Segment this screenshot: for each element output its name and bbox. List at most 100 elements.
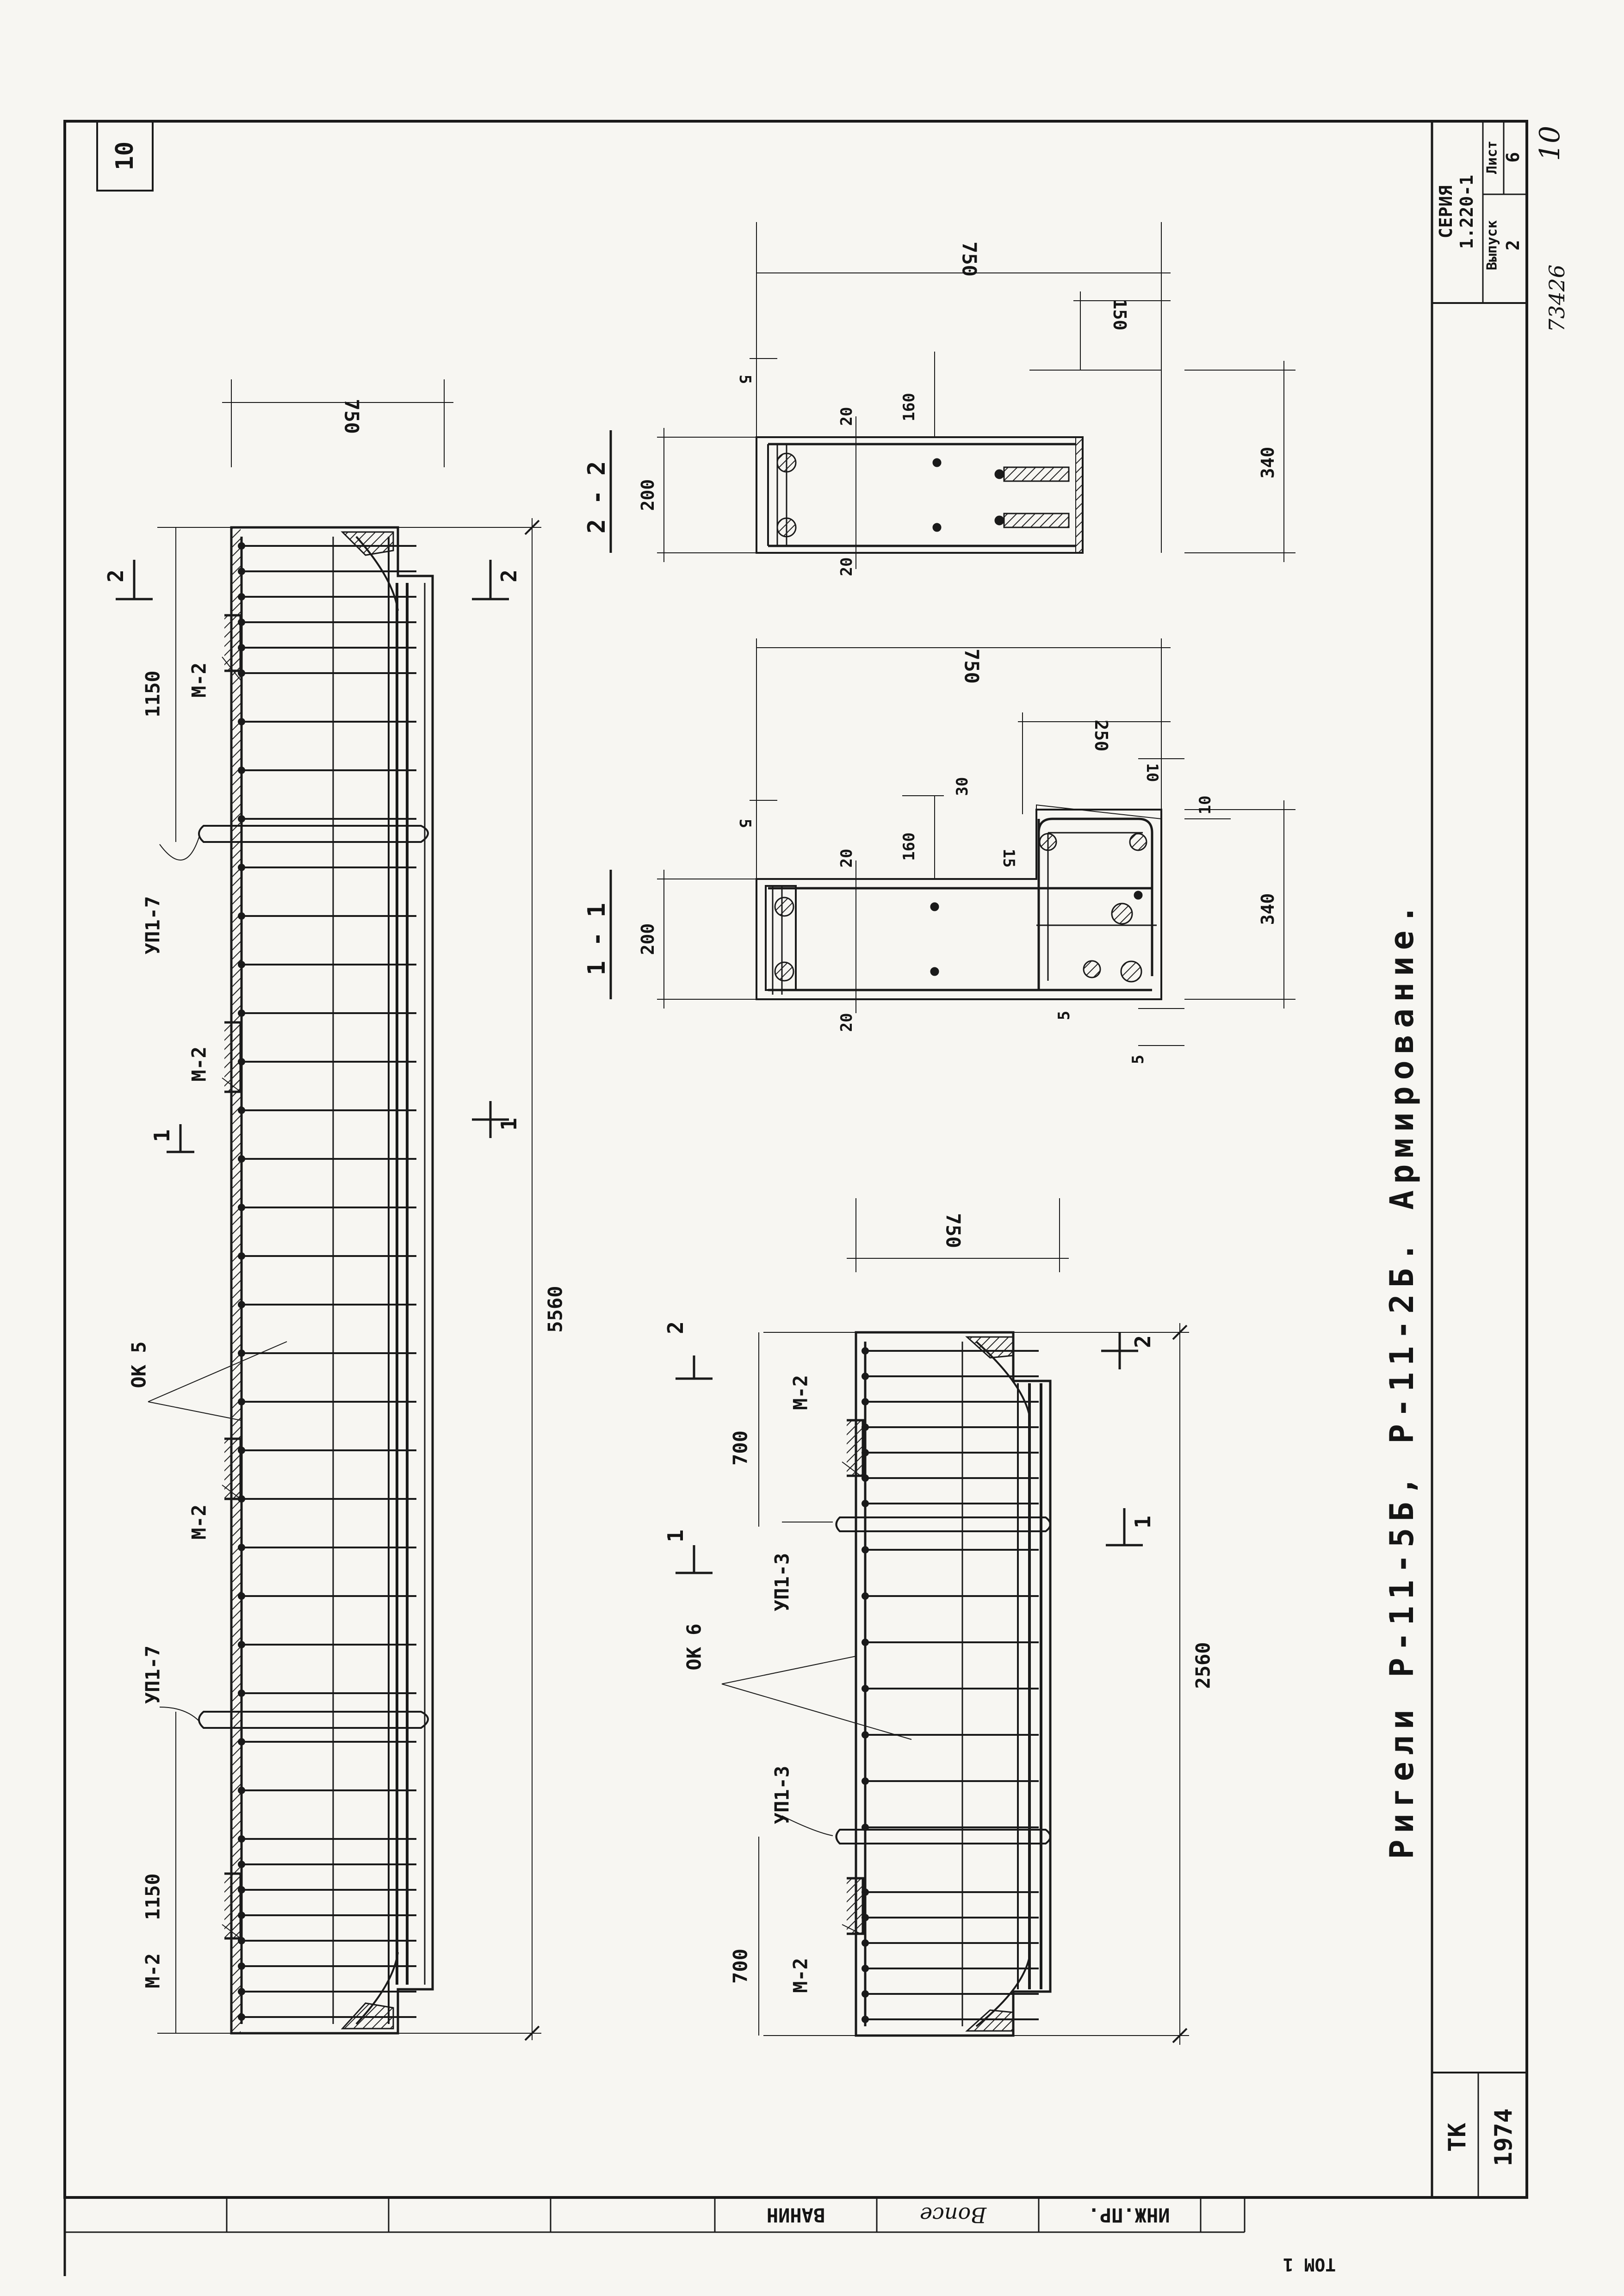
section-1-1-dim-10-b: 10 <box>1196 795 1215 815</box>
section-2-2-dim-160: 160 <box>900 393 918 421</box>
long-beam-stirrup-bar-dot <box>238 568 245 575</box>
short-beam-plate-1: М-2 <box>789 1375 812 1410</box>
long-beam-cut-1-right: 1 <box>496 1118 521 1131</box>
page-number: 10 <box>111 141 139 171</box>
short-beam-stirrup-bar-dot <box>862 1546 869 1553</box>
short-beam-stirrup-bar-dot <box>862 1500 869 1507</box>
long-beam-stirrup-bar-dot <box>238 864 245 871</box>
section-1-1-dim-20-top: 20 <box>837 848 856 868</box>
section-1-1-width-top: 200 <box>638 923 658 955</box>
short-beam-stirrup-bar-dot <box>862 1731 869 1739</box>
section-1-1-title: 1 - 1 <box>583 903 611 976</box>
long-beam-stirrup-bar-dot <box>238 1252 245 1260</box>
stamp-series-label: СЕРИЯ <box>1436 185 1456 239</box>
short-beam-cut-2-right: 2 <box>1130 1335 1155 1348</box>
section-1-1-dim-30: 30 <box>953 777 972 796</box>
section-2-2 <box>657 222 1295 569</box>
short-beam-length: 2560 <box>1191 1642 1215 1689</box>
long-beam-spacing-top: 1150 <box>141 670 164 718</box>
long-beam-cut-2-right: 2 <box>496 569 521 582</box>
signature-role1: ИНЖ.ПР. <box>1088 2203 1170 2227</box>
section-2-2-dim-20-bottom: 20 <box>837 557 856 576</box>
short-beam-cut-1-right: 1 <box>1130 1516 1155 1529</box>
long-beam-plate-4: М-2 <box>141 1953 164 1988</box>
short-beam-stirrup-bar-dot <box>862 1777 869 1785</box>
short-beam-cut-2-left: 2 <box>663 1321 688 1334</box>
section-1-1-dim-160: 160 <box>900 832 918 861</box>
long-beam-stirrup-bar-dot <box>238 542 245 550</box>
section-1-1-dim-15: 15 <box>999 848 1018 868</box>
long-beam-stirrup-bar-dot <box>238 1398 245 1405</box>
short-beam-spacing-bottom: 700 <box>729 1949 752 1984</box>
beam-short <box>676 1198 1189 2045</box>
short-beam-loop-2: УП1-3 <box>770 1765 793 1825</box>
long-beam-plate-1: М-2 <box>187 662 211 698</box>
long-beam-cut-1-left: 1 <box>149 1129 174 1142</box>
short-beam-stirrup-bar-dot <box>862 1592 869 1600</box>
section-2-2-width-bottom: 340 <box>1258 446 1278 479</box>
short-beam-plate-2: М-2 <box>789 1958 812 1993</box>
long-beam-stirrup-bar-dot <box>238 1988 245 1995</box>
stamp-issue-label: Выпуск <box>1484 220 1500 271</box>
section-1-1-dim-20-bottom: 20 <box>837 1013 856 1032</box>
inventory-number: 73426 <box>1544 264 1569 333</box>
signature: Bonce <box>919 2203 987 2228</box>
long-beam-stirrup-bar-dot <box>238 1009 245 1017</box>
short-beam-stirrup-bar-dot <box>862 1347 869 1355</box>
long-beam-stirrup-bar-dot <box>238 1592 245 1600</box>
bottom-partial-text: ТОМ 1 <box>1283 2254 1336 2275</box>
section-1-1-dim-5-c: 5 <box>1129 1054 1147 1064</box>
section-1-1-width-bottom: 340 <box>1258 893 1278 925</box>
section-2-2-title: 2 - 2 <box>583 461 611 534</box>
short-beam-loop-1: УП1-3 <box>770 1553 793 1612</box>
long-beam-loop-2: УП1-7 <box>141 1645 164 1704</box>
long-beam-plate-3: М-2 <box>187 1504 211 1540</box>
short-beam-stirrup-bar-dot <box>862 2016 869 2023</box>
long-beam-stirrup-bar-dot <box>238 1787 245 1794</box>
short-beam-stirrups: ОК 6 <box>682 1623 706 1671</box>
long-beam-stirrups: ОК 5 <box>127 1341 150 1388</box>
org-code: ТК <box>1444 2123 1471 2152</box>
stamp-issue-value: 2 <box>1503 240 1523 251</box>
stamp-sheet-label: Лист <box>1484 140 1500 174</box>
long-beam-loop-1: УП1-7 <box>141 896 164 955</box>
section-1-1-dim-5-a: 5 <box>736 818 754 829</box>
beam-long <box>116 379 541 2041</box>
long-beam-stirrup-bar-dot <box>238 815 245 823</box>
stamp-handwritten-sheet: 10 <box>1534 125 1566 161</box>
drawing-title: Ригели Р-11-5Б, Р-11-2Б. Армирование. <box>1383 898 1421 1859</box>
org-year: 1974 <box>1490 2108 1518 2166</box>
long-beam-stirrup-bar-dot <box>238 1301 245 1308</box>
section-1-1-dim-5-b: 5 <box>1055 1010 1073 1021</box>
long-beam-stirrup-bar-dot <box>238 912 245 920</box>
long-beam-stirrup-bar-dot <box>238 1641 245 1648</box>
short-beam-stirrup-bar-dot <box>862 1398 869 1405</box>
long-beam-stirrup-bar-dot <box>238 1155 245 1163</box>
long-beam-stirrup-bar-dot <box>238 1204 245 1211</box>
section-2-2-dim-20-top: 20 <box>837 407 856 426</box>
section-1-1-shelf: 250 <box>1091 719 1111 752</box>
long-beam-length: 5560 <box>544 1286 567 1333</box>
long-beam-spacing-bottom: 1150 <box>141 1873 164 1920</box>
long-beam-plate-2: М-2 <box>187 1046 211 1082</box>
section-2-2-width-top: 200 <box>638 479 658 511</box>
signature-role2: ВАНИН <box>766 2203 825 2227</box>
short-beam-height: 750 <box>942 1213 965 1248</box>
section-1-1-dim-10-a: 10 <box>1143 763 1161 782</box>
section-2-2-dim-5: 5 <box>736 374 754 384</box>
section-2-2-height: 750 <box>958 241 981 277</box>
section-2-2-shelf: 150 <box>1110 298 1130 331</box>
short-beam-stirrup-bar-dot <box>862 1685 869 1692</box>
long-beam-stirrup-bar-dot <box>238 1349 245 1357</box>
long-beam-stirrup-bar-dot <box>238 1690 245 1697</box>
sheet-frame <box>63 120 1528 2276</box>
long-beam-stirrup-bar-dot <box>238 2013 245 2021</box>
short-beam-stirrup-bar-dot <box>862 1939 869 1947</box>
long-beam-stirrup-bar-dot <box>238 1835 245 1843</box>
short-beam-stirrup-bar-dot <box>862 1373 869 1380</box>
long-beam-cut-2-left: 2 <box>103 569 128 582</box>
long-beam-stirrup-bar-dot <box>238 767 245 774</box>
short-beam-stirrup-bar-dot <box>862 1965 869 1972</box>
